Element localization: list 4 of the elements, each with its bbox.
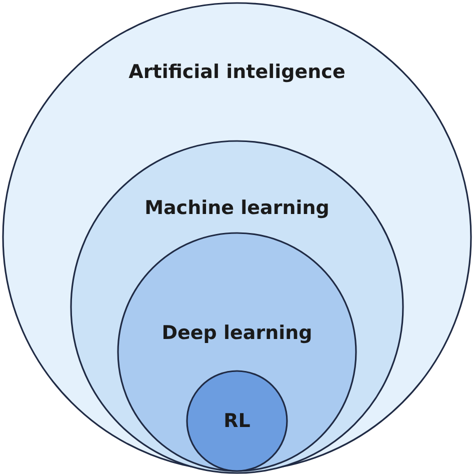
set-label: Machine learning [144,197,330,219]
set-label: RL [222,410,252,432]
set-label: Artificial inteligence [128,61,346,83]
set-label: Deep learning [160,322,314,344]
